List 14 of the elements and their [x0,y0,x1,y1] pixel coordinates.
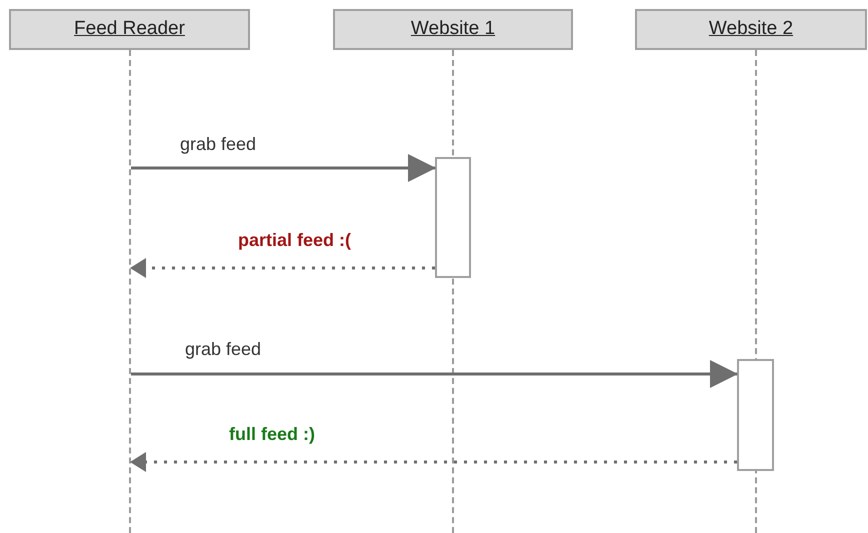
edge-label: grab feed [185,338,262,361]
lifeline [129,50,131,533]
edge-label: partial feed :( [238,229,352,252]
message-arrow [130,452,737,472]
edge-label: full feed :) [229,423,315,446]
participant-box: Website 2 [635,9,867,50]
participant-box: Feed Reader [9,9,250,50]
message-arrow [131,154,436,182]
message-arrow [130,258,435,278]
activation-box [737,359,774,471]
activation-box [435,157,471,278]
participant-box: Website 1 [333,9,573,50]
message-arrow [131,360,738,388]
edge-label: grab feed [180,133,256,156]
